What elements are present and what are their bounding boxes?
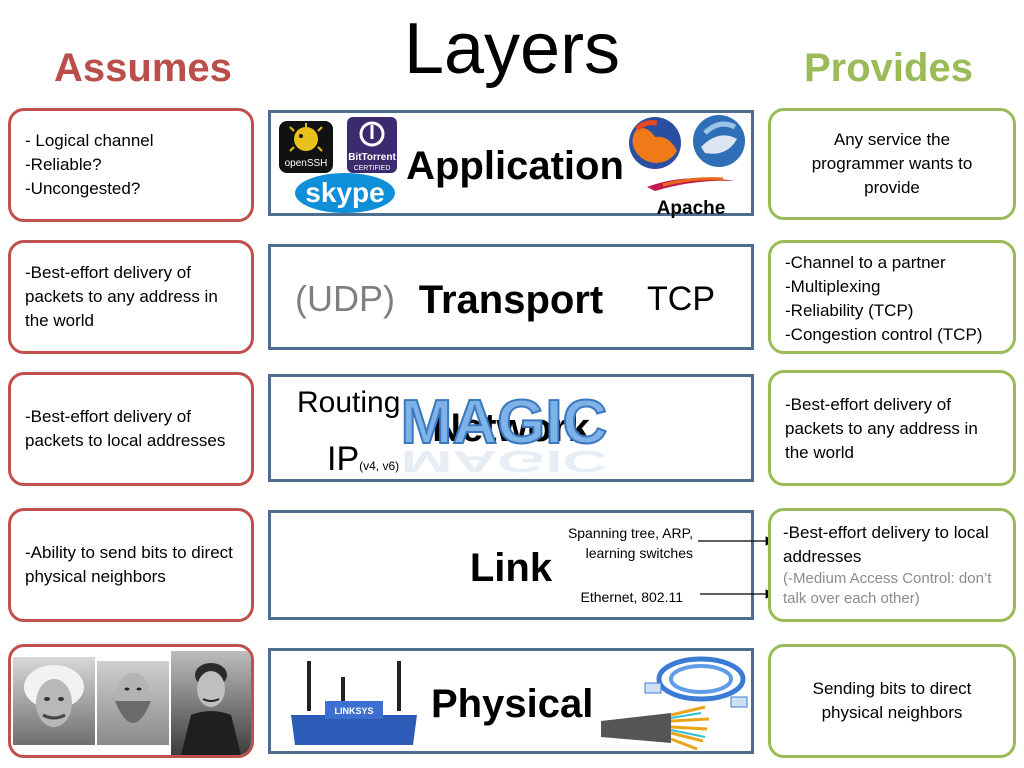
magic-text: MAGIC [401, 388, 608, 457]
ip-label: IP(v4, v6) [327, 439, 399, 486]
magic-overlay: MAGIC MAGIC [389, 387, 619, 478]
portrait-maxwell-image [115, 673, 151, 723]
transport-layer-box: (UDP) Transport TCP [268, 244, 754, 350]
portrait-einstein-image [24, 665, 84, 727]
physical-label: Physical [431, 682, 594, 726]
assumes-network-box: -Best-effort delivery of packets to loca… [8, 372, 254, 486]
bittorrent-label: BitTorrent [348, 152, 396, 163]
application-layer-box: openSSH BitTorrent CERTIFIED skype Appli… [268, 110, 754, 218]
apache-feather-icon [647, 177, 735, 191]
openssh-label: openSSH [284, 158, 328, 169]
page-title: Layers [403, 9, 621, 89]
application-label: Application [406, 144, 624, 188]
skype-icon: skype [295, 173, 395, 213]
ip-text: IP [327, 440, 360, 478]
provides-physical-box: Sending bits to direct physical neighbor… [768, 644, 1016, 758]
firefox-logo [627, 115, 683, 171]
provides-application-box: Any service the programmer wants to prov… [768, 108, 1016, 220]
skype-text: skype [305, 177, 384, 208]
provides-network-box: -Best-effort delivery of packets to any … [768, 370, 1016, 486]
tcp-label: TCP [647, 280, 715, 318]
fiber-cable-icon [601, 705, 710, 751]
thunderbird-icon [693, 115, 745, 167]
transport-label: Transport [418, 278, 604, 322]
firefox-icon [629, 117, 681, 169]
ethernet-cable-icon [644, 656, 748, 708]
provides-transport-box: -Channel to a partner -Multiplexing -Rel… [768, 240, 1016, 354]
router-image: LINKSYS [285, 657, 423, 751]
bittorrent-logo: BitTorrent CERTIFIED [347, 117, 397, 173]
assumes-heading: Assumes [54, 46, 232, 90]
provides-link-note: (-Medium Access Control: don’t talk over… [783, 570, 992, 607]
provides-link-main: -Best-effort delivery to local addresses [783, 523, 989, 566]
magic-wordart: MAGIC MAGIC [400, 387, 609, 478]
ip-version-sub: (v4, v6) [359, 459, 400, 473]
thunderbird-logo [691, 113, 747, 169]
physical-layer-box: LINKSYS Physical [268, 648, 754, 754]
link-note-spanning-tree: Spanning tree, ARP, learning switches [567, 525, 693, 561]
ethernet-cable-image [641, 653, 751, 711]
apache-logo: Apache [643, 169, 739, 218]
network-layer-box: Routing Network MAGIC MAGIC IP(v4, v6) [268, 374, 754, 482]
assumes-link-box: -Ability to send bits to direct physical… [8, 508, 254, 622]
portrait-tesla-image [181, 663, 241, 755]
magic-reflection: MAGIC [401, 444, 608, 478]
assumes-transport-box: -Best-effort delivery of packets to any … [8, 240, 254, 354]
udp-label: (UDP) [295, 278, 395, 319]
link-layer-box: Link Spanning tree, ARP, learning switch… [268, 510, 754, 620]
network-label: Network [432, 406, 590, 450]
link-arrows [698, 536, 776, 599]
fiber-cable-image [601, 703, 711, 751]
router-brand: LINKSYS [334, 706, 373, 716]
link-note-ethernet: Ethernet, 802.11 [580, 589, 683, 605]
routing-label: Routing [297, 386, 401, 419]
apache-label: Apache [656, 198, 726, 219]
portrait-tesla [171, 651, 251, 755]
portrait-einstein [13, 657, 95, 745]
provides-link-box: -Best-effort delivery to local addresses… [768, 508, 1016, 622]
router-icon: LINKSYS [291, 661, 417, 745]
bittorrent-certified: CERTIFIED [353, 165, 391, 172]
assumes-application-box: - Logical channel -Reliable? -Uncongeste… [8, 108, 254, 222]
bittorrent-icon [359, 121, 385, 147]
skype-logo: skype [293, 171, 397, 215]
portrait-maxwell [97, 661, 169, 745]
provides-heading: Provides [804, 46, 973, 90]
pufferfish-icon [289, 123, 323, 152]
openssh-logo: openSSH [279, 121, 333, 173]
link-label: Link [469, 546, 553, 590]
assumes-physical-box [8, 644, 254, 758]
